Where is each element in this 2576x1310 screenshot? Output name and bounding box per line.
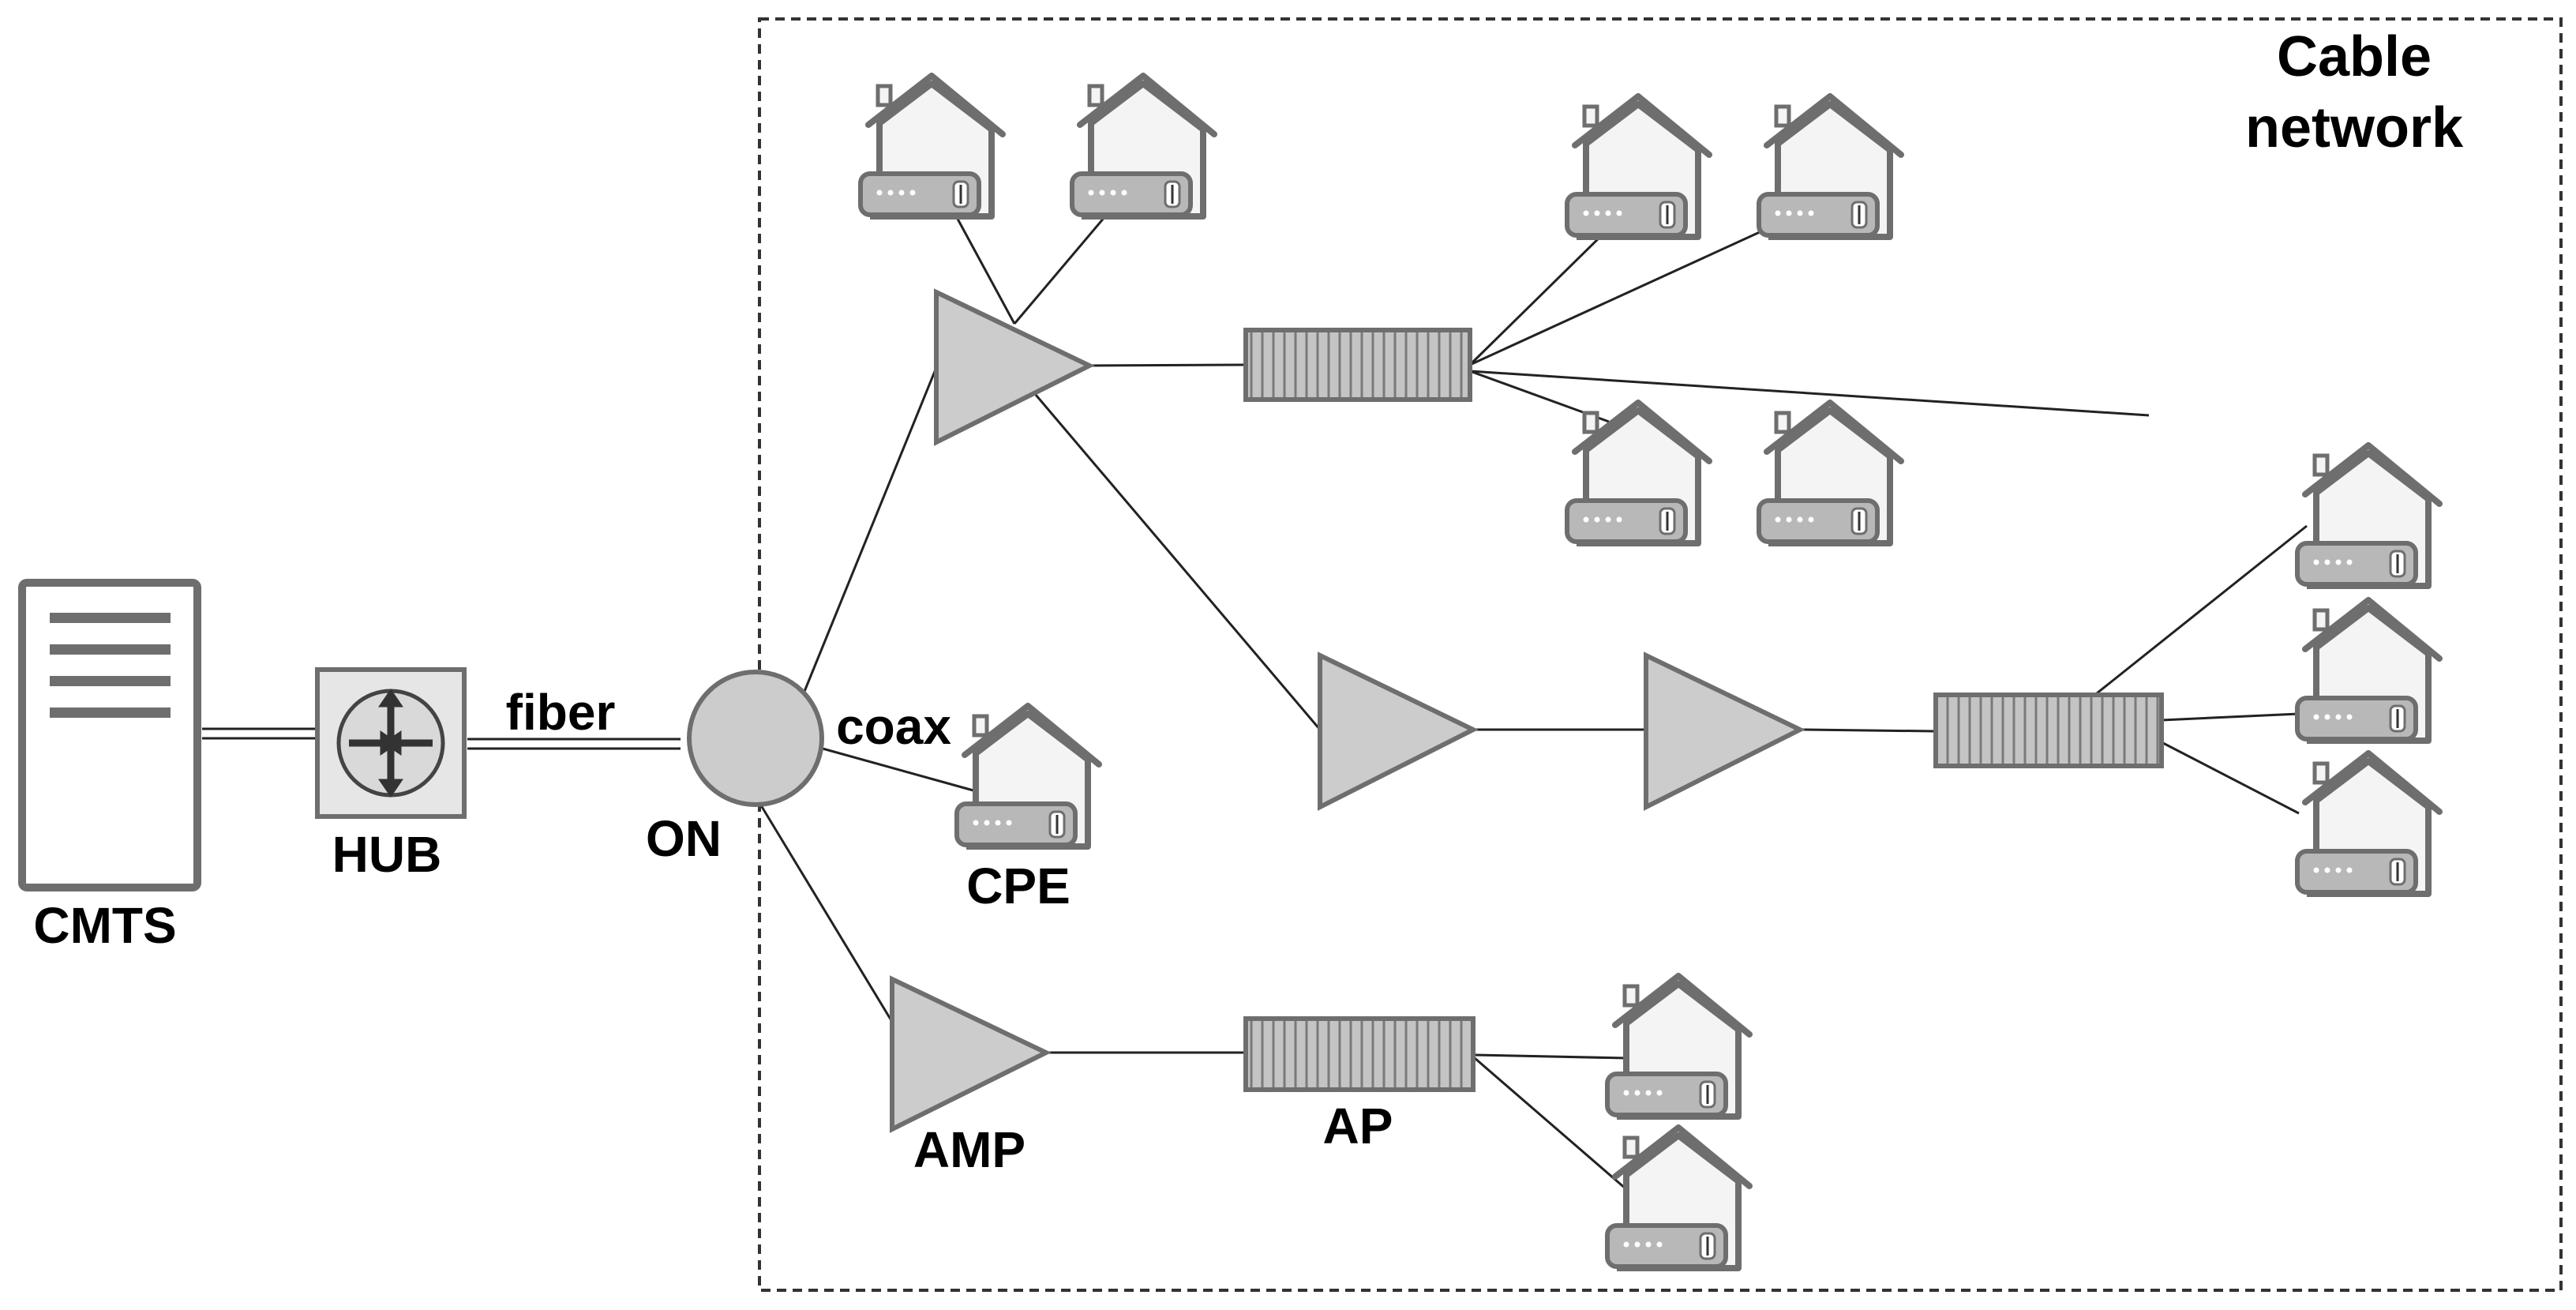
amp-label: AMP	[913, 1121, 1026, 1178]
connection-lines	[202, 211, 2308, 1191]
network-title-line1: Cable	[2277, 25, 2432, 88]
cmts-label: CMTS	[33, 897, 176, 954]
house-icon	[1759, 96, 1901, 237]
house-icon	[861, 76, 1003, 216]
hub-label: HUB	[332, 826, 442, 883]
hub-router-icon	[315, 667, 467, 819]
cpe-house-icon	[957, 706, 1099, 846]
fiber-label: fiber	[506, 684, 616, 741]
house-icon	[2297, 600, 2439, 741]
cmts-server-icon	[18, 579, 201, 891]
cpe-label: CPE	[966, 858, 1071, 914]
on-label: ON	[646, 810, 722, 867]
tap-icon	[1243, 328, 1472, 402]
house-icon	[1072, 76, 1214, 216]
house-icon	[1607, 976, 1749, 1117]
house-icon	[1607, 1128, 1749, 1268]
amplifier-icon	[1318, 651, 1479, 811]
amplifier-icon	[934, 288, 1095, 446]
amplifier-icon	[890, 975, 1052, 1133]
tap-icon	[1243, 1016, 1475, 1092]
house-icon	[2297, 445, 2439, 586]
house-icon	[1759, 403, 1901, 543]
house-icon	[1567, 403, 1709, 543]
tap-icon	[1933, 693, 2164, 768]
house-icon	[1567, 96, 1709, 237]
ap-label: AP	[1323, 1098, 1393, 1154]
amplifier-icon	[1644, 651, 1805, 811]
coax-label: coax	[836, 698, 951, 755]
optical-node-icon	[687, 670, 824, 807]
network-title-line2: network	[2245, 96, 2464, 160]
cable-network-boundary	[758, 17, 2563, 1292]
house-icon	[2297, 753, 2439, 894]
